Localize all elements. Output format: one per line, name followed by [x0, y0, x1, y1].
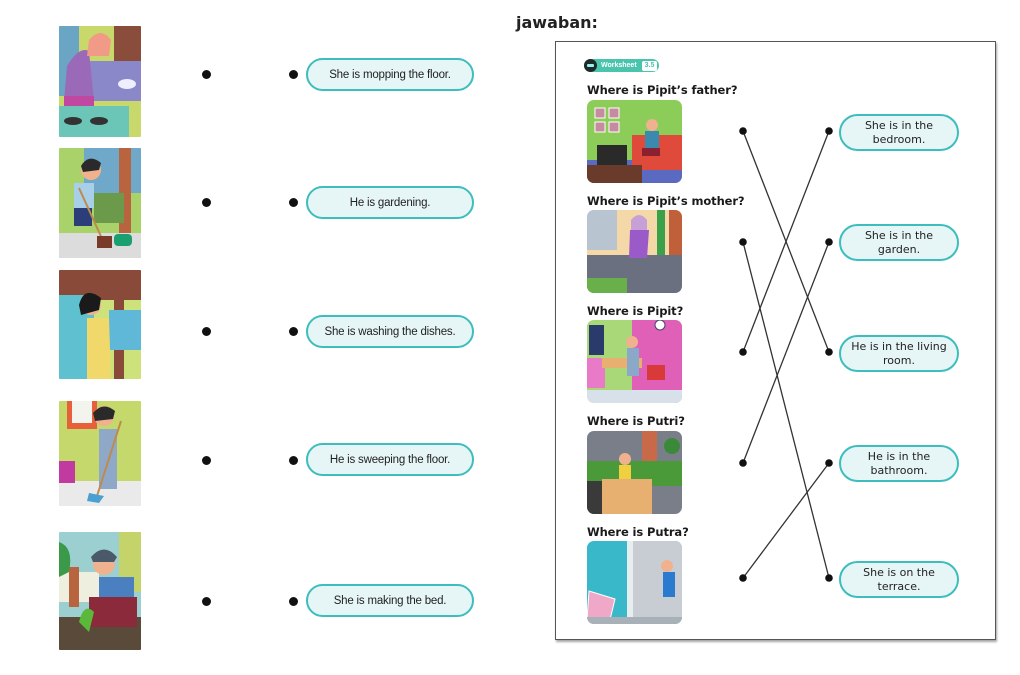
picture-3-dot[interactable]: [202, 327, 211, 336]
answer-option[interactable]: She is on the terrace.: [839, 561, 959, 598]
washing-dishes-illustration: [59, 26, 141, 137]
worksheet-badge-text: Worksheet: [601, 62, 637, 69]
question-picture-bedroom: [587, 320, 682, 403]
sentence-2-dot[interactable]: [289, 198, 298, 207]
gardening-illustration: [59, 532, 141, 650]
question-picture-bathroom: [587, 541, 682, 624]
sentence-option[interactable]: He is sweeping the floor.: [306, 443, 474, 476]
bedroom-illustration: [587, 320, 682, 403]
picture-1-dot[interactable]: [202, 70, 211, 79]
sentence-3-dot[interactable]: [289, 327, 298, 336]
question-picture-terrace: [587, 210, 682, 293]
mopping-illustration: [59, 401, 141, 506]
sentence-5-dot[interactable]: [289, 597, 298, 606]
picture-washing-dishes: [59, 26, 141, 137]
question-picture-living-room: [587, 100, 682, 183]
worksheet-badge: Worksheet 3.5: [584, 59, 660, 72]
sentence-option[interactable]: She is washing the dishes.: [306, 315, 474, 348]
answer-option[interactable]: He is in the bathroom.: [839, 445, 959, 482]
picture-sweeping: [59, 148, 141, 258]
question-title: Where is Putri?: [587, 414, 685, 428]
garden-illustration: [587, 431, 682, 514]
question-title: Where is Putra?: [587, 525, 689, 539]
sweeping-illustration: [59, 148, 141, 258]
sentence-4-dot[interactable]: [289, 456, 298, 465]
sentence-option[interactable]: She is mopping the floor.: [306, 58, 474, 91]
living-room-illustration: [587, 100, 682, 183]
answer-option[interactable]: She is in the garden.: [839, 224, 959, 261]
picture-2-dot[interactable]: [202, 198, 211, 207]
making-bed-illustration: [59, 270, 141, 379]
question-title: Where is Pipit?: [587, 304, 684, 318]
worksheet-mascot-icon: [584, 59, 597, 72]
picture-4-dot[interactable]: [202, 456, 211, 465]
answer-option[interactable]: She is in the bedroom.: [839, 114, 959, 151]
sentence-option[interactable]: She is making the bed.: [306, 584, 474, 617]
answer-heading: jawaban:: [516, 13, 598, 32]
terrace-illustration: [587, 210, 682, 293]
answer-option[interactable]: He is in the living room.: [839, 335, 959, 372]
sentence-option[interactable]: He is gardening.: [306, 186, 474, 219]
picture-making-bed: [59, 270, 141, 379]
question-title: Where is Pipit’s father?: [587, 83, 738, 97]
question-title: Where is Pipit’s mother?: [587, 194, 745, 208]
worksheet-badge-number: 3.5: [641, 60, 658, 71]
picture-mopping: [59, 401, 141, 506]
question-picture-garden: [587, 431, 682, 514]
picture-gardening: [59, 532, 141, 650]
sentence-1-dot[interactable]: [289, 70, 298, 79]
picture-5-dot[interactable]: [202, 597, 211, 606]
bathroom-illustration: [587, 541, 682, 624]
